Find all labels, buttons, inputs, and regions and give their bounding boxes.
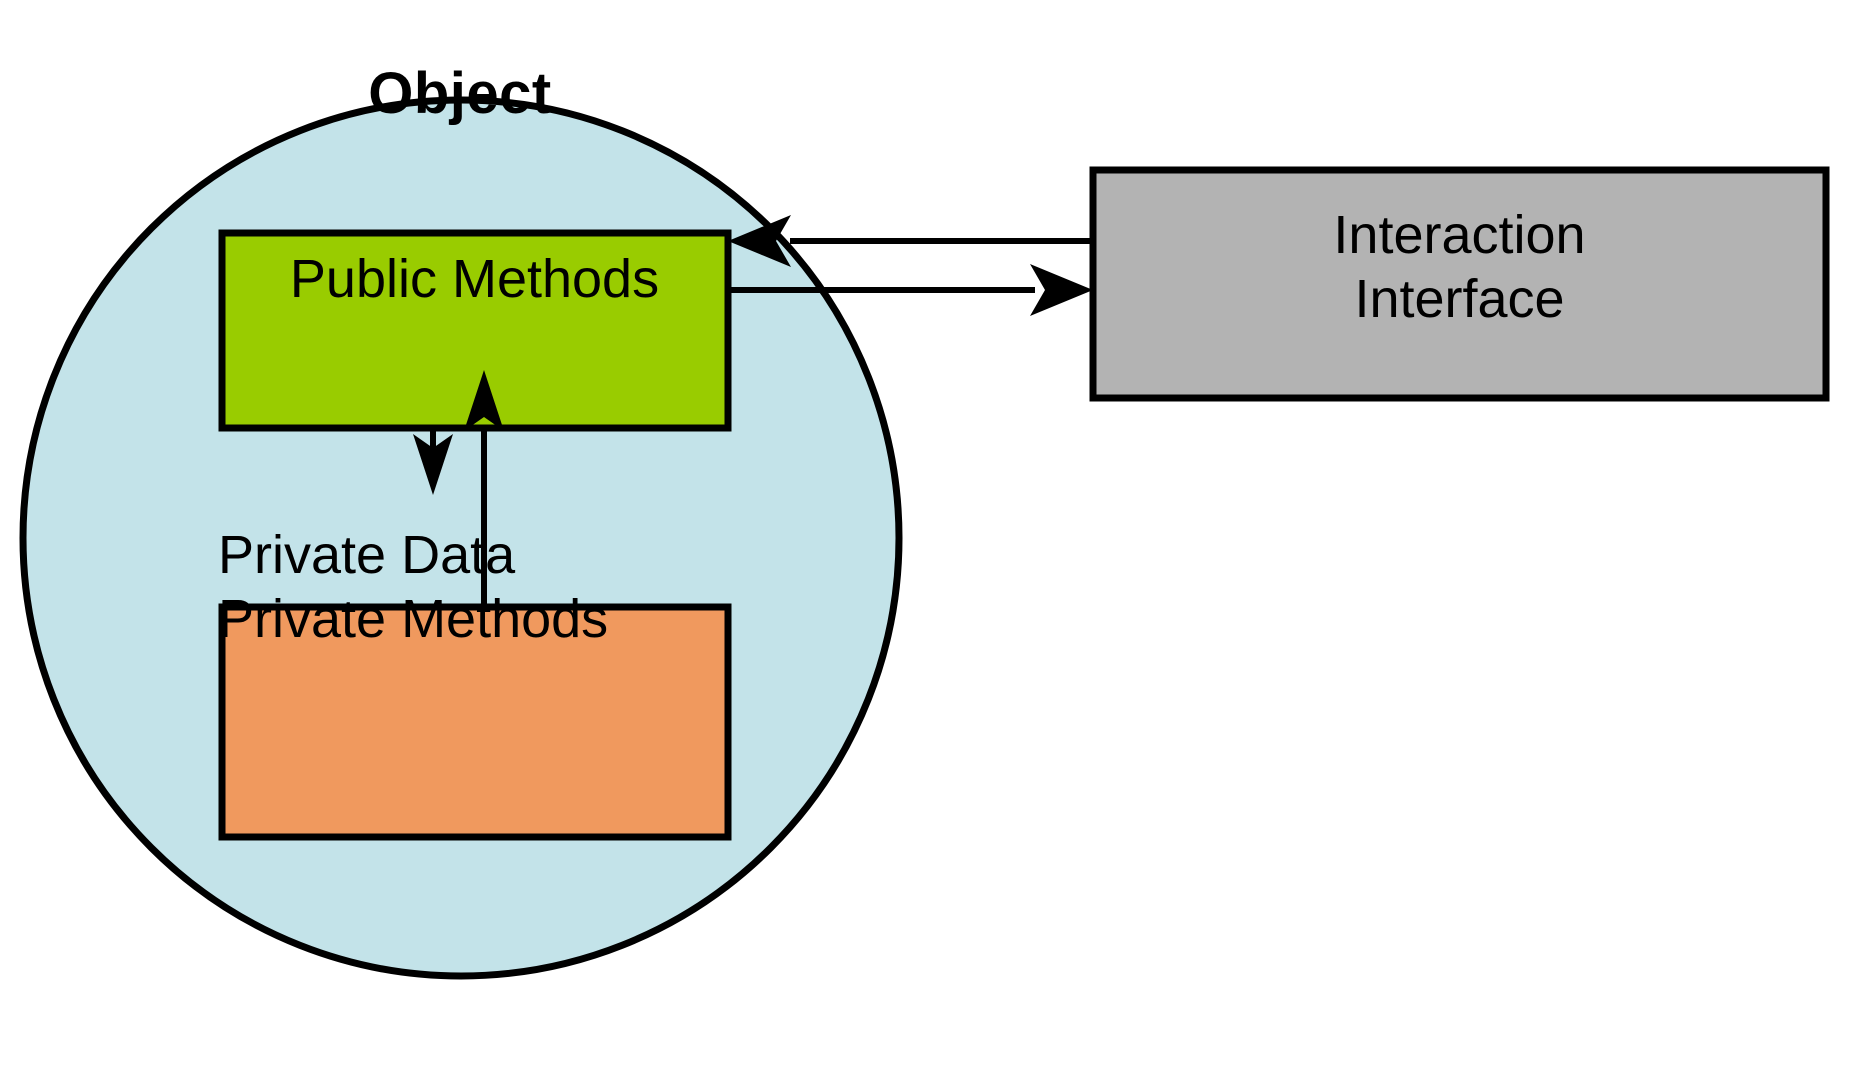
- arrow-public-to-interface: [728, 264, 1093, 316]
- private-members-box[interactable]: [218, 603, 732, 841]
- arrow-private-to-public: [464, 370, 504, 607]
- interaction-interface-box[interactable]: [1089, 166, 1830, 402]
- public-methods-box[interactable]: [218, 229, 732, 432]
- arrow-public-to-private: [413, 428, 453, 495]
- arrow-interface-to-public: [728, 215, 1093, 267]
